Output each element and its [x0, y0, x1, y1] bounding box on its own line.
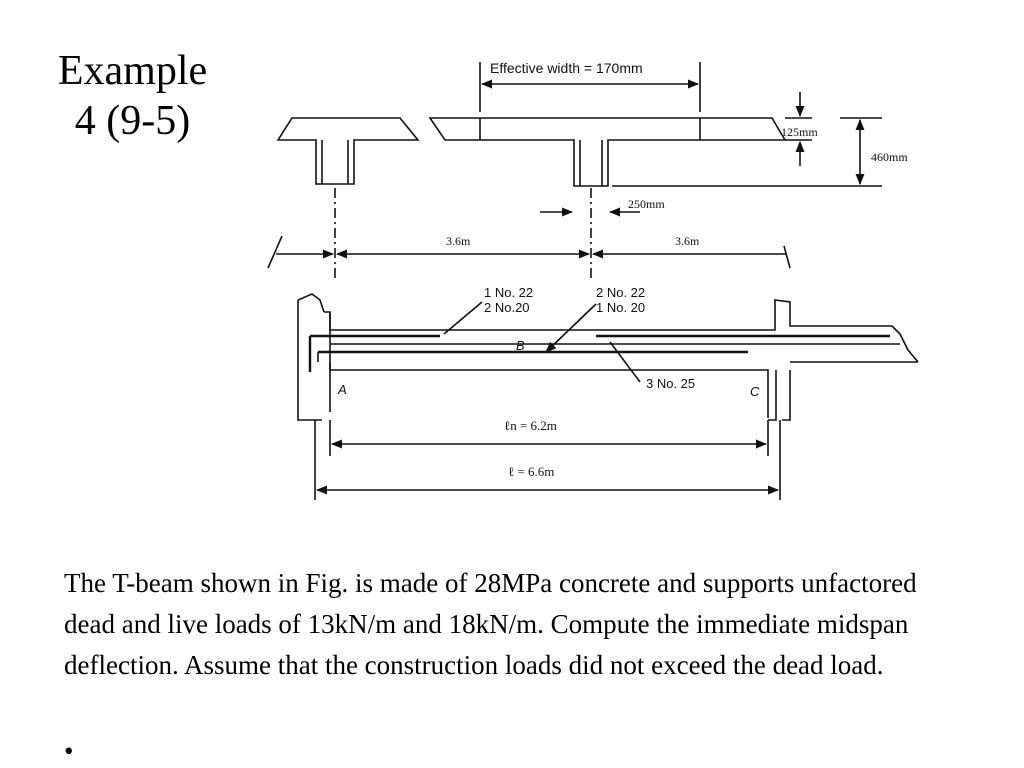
t-beam-diagram: Effective width = 170mm 125mm 460mm 250m… — [267, 60, 919, 500]
web-bottom-line — [329, 362, 769, 418]
bars-bottom-label: 3 No. 25 — [646, 376, 695, 391]
clear-span-label: ℓn = 6.2m — [504, 418, 557, 433]
title-line-1: Example — [57, 48, 208, 94]
right-support — [768, 370, 791, 421]
problem-text: The T-beam shown in Fig. is made of 28MP… — [64, 568, 917, 680]
left-t-section — [276, 117, 420, 185]
right-slab-end — [790, 325, 919, 363]
slab-thickness-label: 125mm — [781, 125, 818, 139]
total-depth-label: 460mm — [871, 150, 908, 164]
point-a-label: A — [337, 382, 347, 397]
empty-bullet: • — [64, 736, 74, 766]
spacing-right-break — [783, 245, 791, 269]
pointer-top-right — [545, 303, 597, 353]
effective-width-label: Effective width = 170mm — [490, 60, 643, 76]
point-b-label: B — [516, 338, 525, 353]
bars-top-left-1: 1 No. 22 — [484, 285, 533, 300]
span-label: ℓ = 6.6m — [508, 464, 554, 479]
pointer-top-left — [443, 301, 483, 335]
title-line-2: 4 (9-5) — [74, 98, 191, 144]
left-support — [297, 293, 331, 421]
beam-top-line — [324, 299, 892, 331]
pointer-bottom — [609, 341, 641, 383]
slide-title: Example 4 (9-5) — [30, 46, 235, 146]
figure-labels: Effective width = 170mm 125mm 460mm 250m… — [337, 60, 908, 479]
bars-top-right-2: 1 No. 20 — [596, 300, 645, 315]
problem-statement: The T-beam shown in Fig. is made of 28MP… — [64, 563, 964, 686]
point-c-label: C — [750, 384, 760, 399]
spacing-left-break — [267, 235, 283, 269]
main-t-section — [428, 117, 787, 187]
spacing-left-label: 3.6m — [446, 234, 471, 248]
bars-top-right-1: 2 No. 22 — [596, 285, 645, 300]
web-width-label: 250mm — [628, 197, 665, 211]
spacing-right-label: 3.6m — [675, 234, 700, 248]
bars-top-left-2: 2 No.20 — [484, 300, 530, 315]
